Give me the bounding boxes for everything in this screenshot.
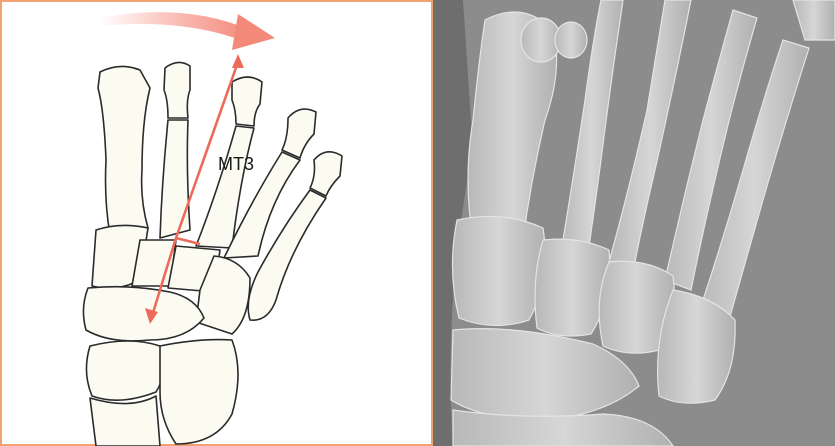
xray-sesamoid-2	[555, 22, 587, 58]
radiograph-panel	[433, 0, 835, 446]
mt3-label: MT3	[218, 154, 254, 174]
talus	[86, 341, 164, 400]
foot-illustration: MT3	[0, 0, 433, 446]
phalanx-2	[164, 62, 190, 118]
illustration-panel: MT3	[0, 0, 433, 446]
xray-intermediate	[535, 239, 610, 336]
xray-cuneiform	[452, 216, 545, 325]
foot-radiograph	[433, 0, 835, 446]
tibia-fibula	[90, 396, 160, 446]
